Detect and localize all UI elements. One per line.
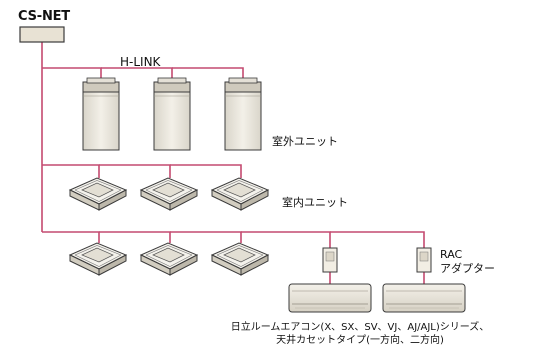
indoor-cassette-6 <box>211 242 269 276</box>
outdoor-unit-label: 室外ユニット <box>272 135 338 148</box>
cs-net-label: CS-NET <box>18 9 70 24</box>
indoor-row-1-line <box>42 164 100 178</box>
outdoor-unit-2 <box>153 77 191 151</box>
room-air-conditioner-2 <box>382 283 466 313</box>
h-link-label: H-LINK <box>120 55 161 69</box>
rac-adapter-label-line-1: RAC <box>440 248 463 261</box>
indoor-cassette-5 <box>140 242 198 276</box>
rac-adapter-1 <box>322 247 338 273</box>
outdoor-unit-3 <box>224 77 262 151</box>
room-air-conditioner-1 <box>288 283 372 313</box>
rac-adapter-label-line-2: アダプター <box>440 262 495 275</box>
indoor-unit-label: 室内ユニット <box>282 196 348 209</box>
indoor-row-2-line <box>42 231 100 243</box>
cs-net-controller <box>19 26 65 43</box>
compatible-models-line-2: 天井カセットタイプ(一方向、二方向) <box>276 335 444 346</box>
rac-branch-line <box>241 231 331 248</box>
indoor-cassette-2 <box>140 177 198 211</box>
indoor-cassette-1 <box>69 177 127 211</box>
outdoor-unit-1 <box>82 77 120 151</box>
rac-adapter-2 <box>416 247 432 273</box>
indoor-cassette-4 <box>69 242 127 276</box>
compatible-models-line-1: 日立ルームエアコン(X、SX、SV、VJ、AJ/AJL)シリーズ、 <box>230 322 490 333</box>
rac-adapter-label: RAC アダプター <box>440 248 495 276</box>
compatible-models-caption: 日立ルームエアコン(X、SX、SV、VJ、AJ/AJL)シリーズ、 天井カセット… <box>170 321 550 347</box>
network-wiring <box>41 42 425 284</box>
indoor-cassette-3 <box>211 177 269 211</box>
